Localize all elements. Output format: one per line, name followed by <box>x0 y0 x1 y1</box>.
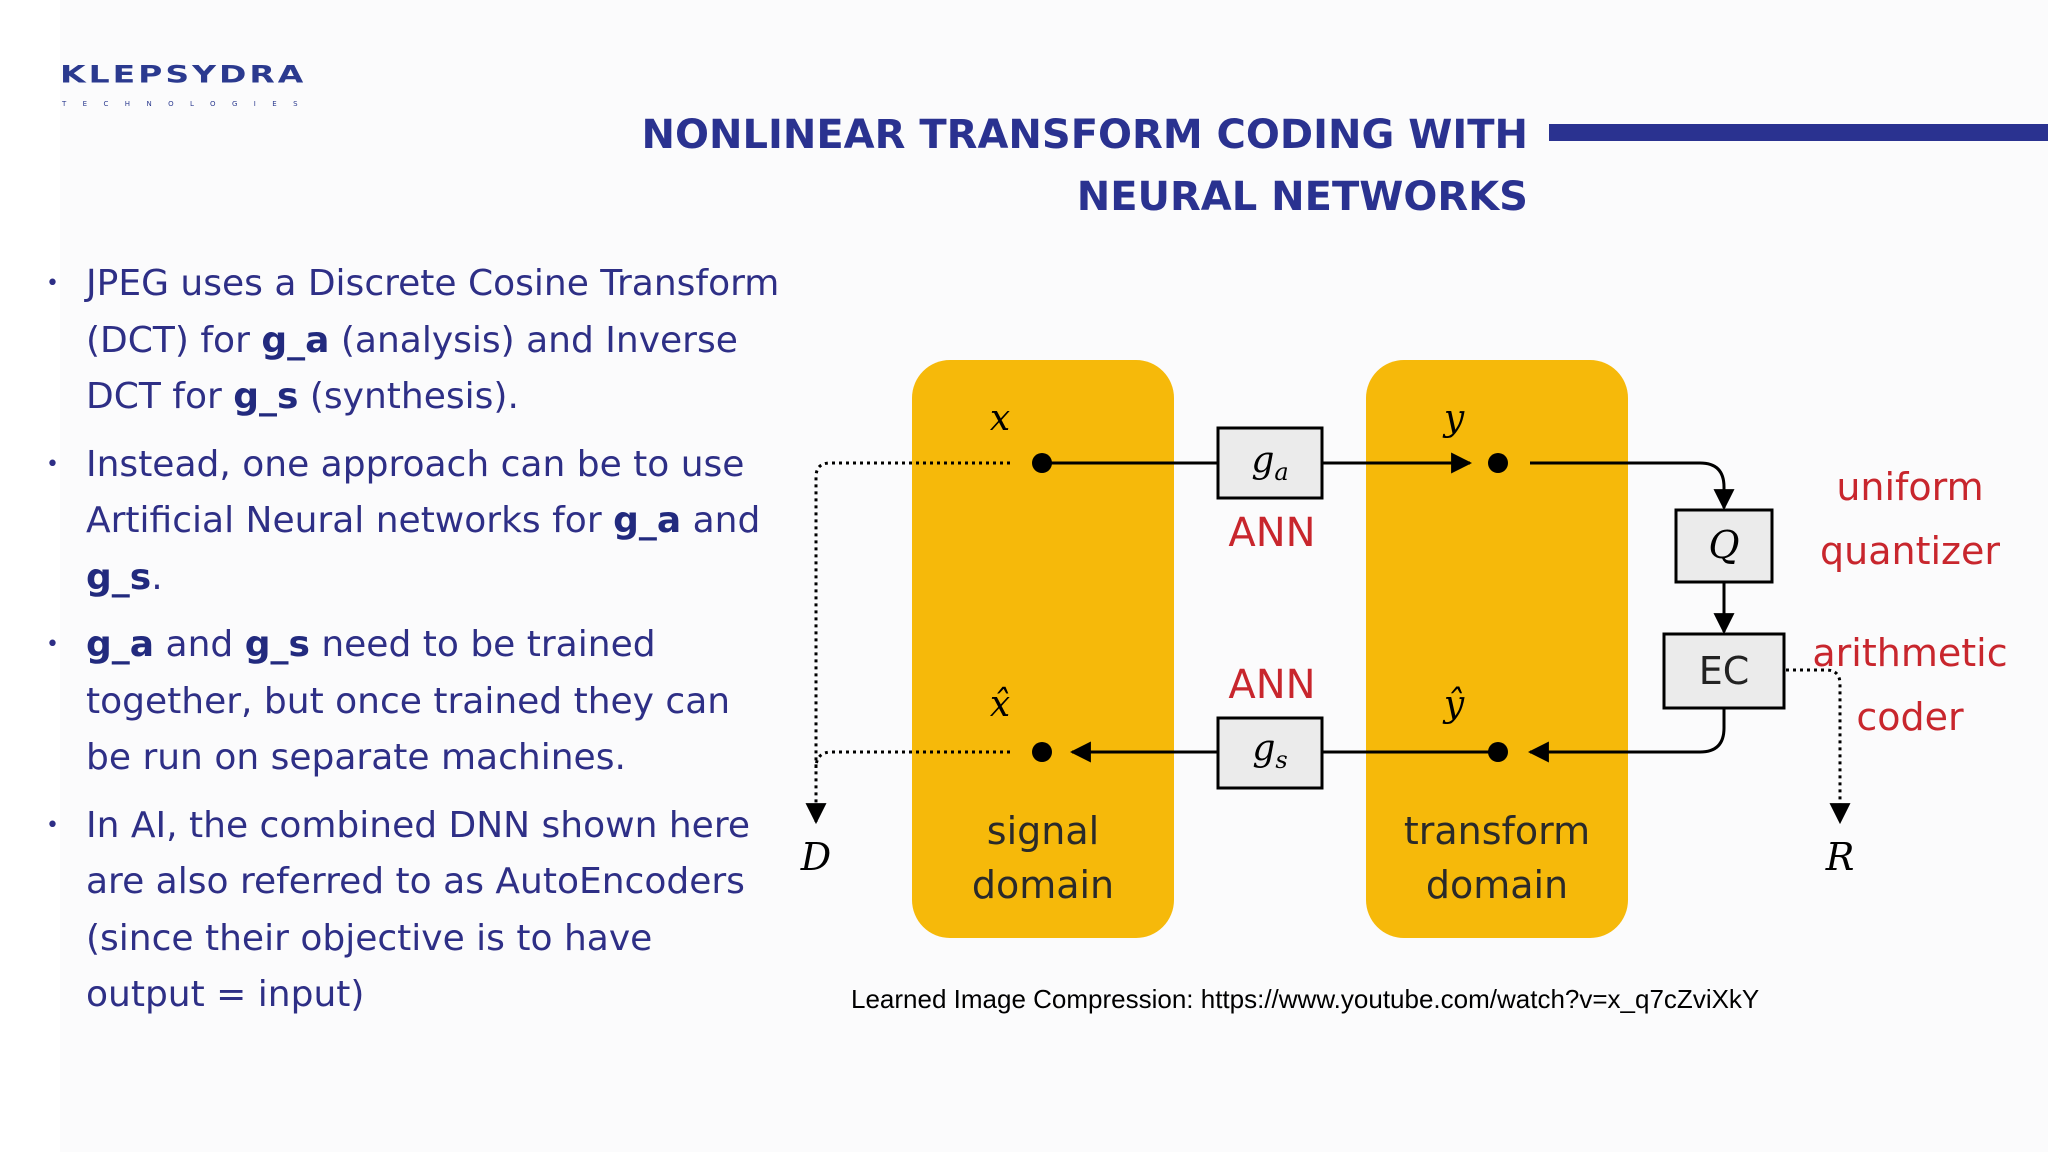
ga-box <box>1216 426 1324 500</box>
klepsydra-logo: KLEPSYDRA TECHNOLOGIES <box>60 60 310 120</box>
ann-bottom-label: ANN <box>1228 662 1315 708</box>
ann-top-label: ANN <box>1228 510 1315 556</box>
bullet-item-training: •g_a and g_s need to be trained together… <box>40 617 780 787</box>
node-xhat <box>1032 742 1052 762</box>
uniform-quantizer-line-1: uniform <box>1836 465 1983 509</box>
label-r: R <box>1825 835 1855 879</box>
label-xhat: x̂ <box>990 684 1010 725</box>
q-box <box>1674 508 1774 584</box>
node-x <box>1032 453 1052 473</box>
label-d: D <box>800 835 831 879</box>
gs-label: gs <box>1252 728 1287 774</box>
arithmetic-coder-line-2: coder <box>1856 695 1964 739</box>
slide-title: NONLINEAR TRANSFORM CODING WITH NEURAL N… <box>528 104 1528 228</box>
bullet-dot: • <box>46 451 59 477</box>
uniform-quantizer-line-2: quantizer <box>1820 529 2000 573</box>
arrow-ec-to-yhat <box>1527 708 1726 763</box>
bullet-item-autoencoder: •In AI, the combined DNN shown here are … <box>40 798 780 1024</box>
diagram-caption: Learned Image Compression: https://www.y… <box>851 984 1760 1014</box>
bullet-dot: • <box>46 812 59 838</box>
label-yhat: ŷ <box>1442 684 1465 725</box>
transform-domain-line-1: transform <box>1404 809 1590 853</box>
transform-domain-line-2: domain <box>1426 863 1568 907</box>
ga-label: ga <box>1251 440 1288 486</box>
logo-tagline: TECHNOLOGIES <box>62 100 314 108</box>
bullet-item-ann: •Instead, one approach can be to use Art… <box>40 437 780 607</box>
slide-title-line-1: NONLINEAR TRANSFORM CODING WITH <box>641 112 1528 158</box>
transform-coding-diagram: x y x̂ ŷ ga gs Q EC ANN ANN uniform quan… <box>800 360 2008 938</box>
label-y: y <box>1442 398 1465 439</box>
logo-wordmark: KLEPSYDRA <box>60 60 307 89</box>
bullet-dot: • <box>46 632 59 657</box>
title-accent-bar <box>1549 124 2048 141</box>
signal-domain-panel <box>912 360 1174 938</box>
dotted-line-x-to-d <box>805 461 1010 825</box>
bullet-item-jpeg: •JPEG uses a Discrete Cosine Transform (… <box>40 256 780 426</box>
dotted-line-ec-to-r <box>1786 668 1851 825</box>
slide-title-line-2: NEURAL NETWORKS <box>1076 174 1528 220</box>
transform-domain-panel <box>1366 360 1628 938</box>
arrow-y-to-q <box>1530 461 1735 511</box>
dotted-line-xhat-to-d <box>814 750 1010 769</box>
arithmetic-coder-line-1: arithmetic <box>1812 631 2007 675</box>
signal-domain-line-2: domain <box>972 863 1114 907</box>
ec-label: EC <box>1699 649 1750 693</box>
node-yhat <box>1488 742 1508 762</box>
label-x: x <box>990 398 1010 439</box>
node-y <box>1488 453 1508 473</box>
q-label: Q <box>1708 523 1739 567</box>
signal-domain-line-1: signal <box>987 809 1099 853</box>
bullet-dot: • <box>46 271 59 296</box>
gs-box <box>1216 716 1324 790</box>
ec-box <box>1662 632 1786 710</box>
bullet-list: •JPEG uses a Discrete Cosine Transform (… <box>40 256 780 1035</box>
